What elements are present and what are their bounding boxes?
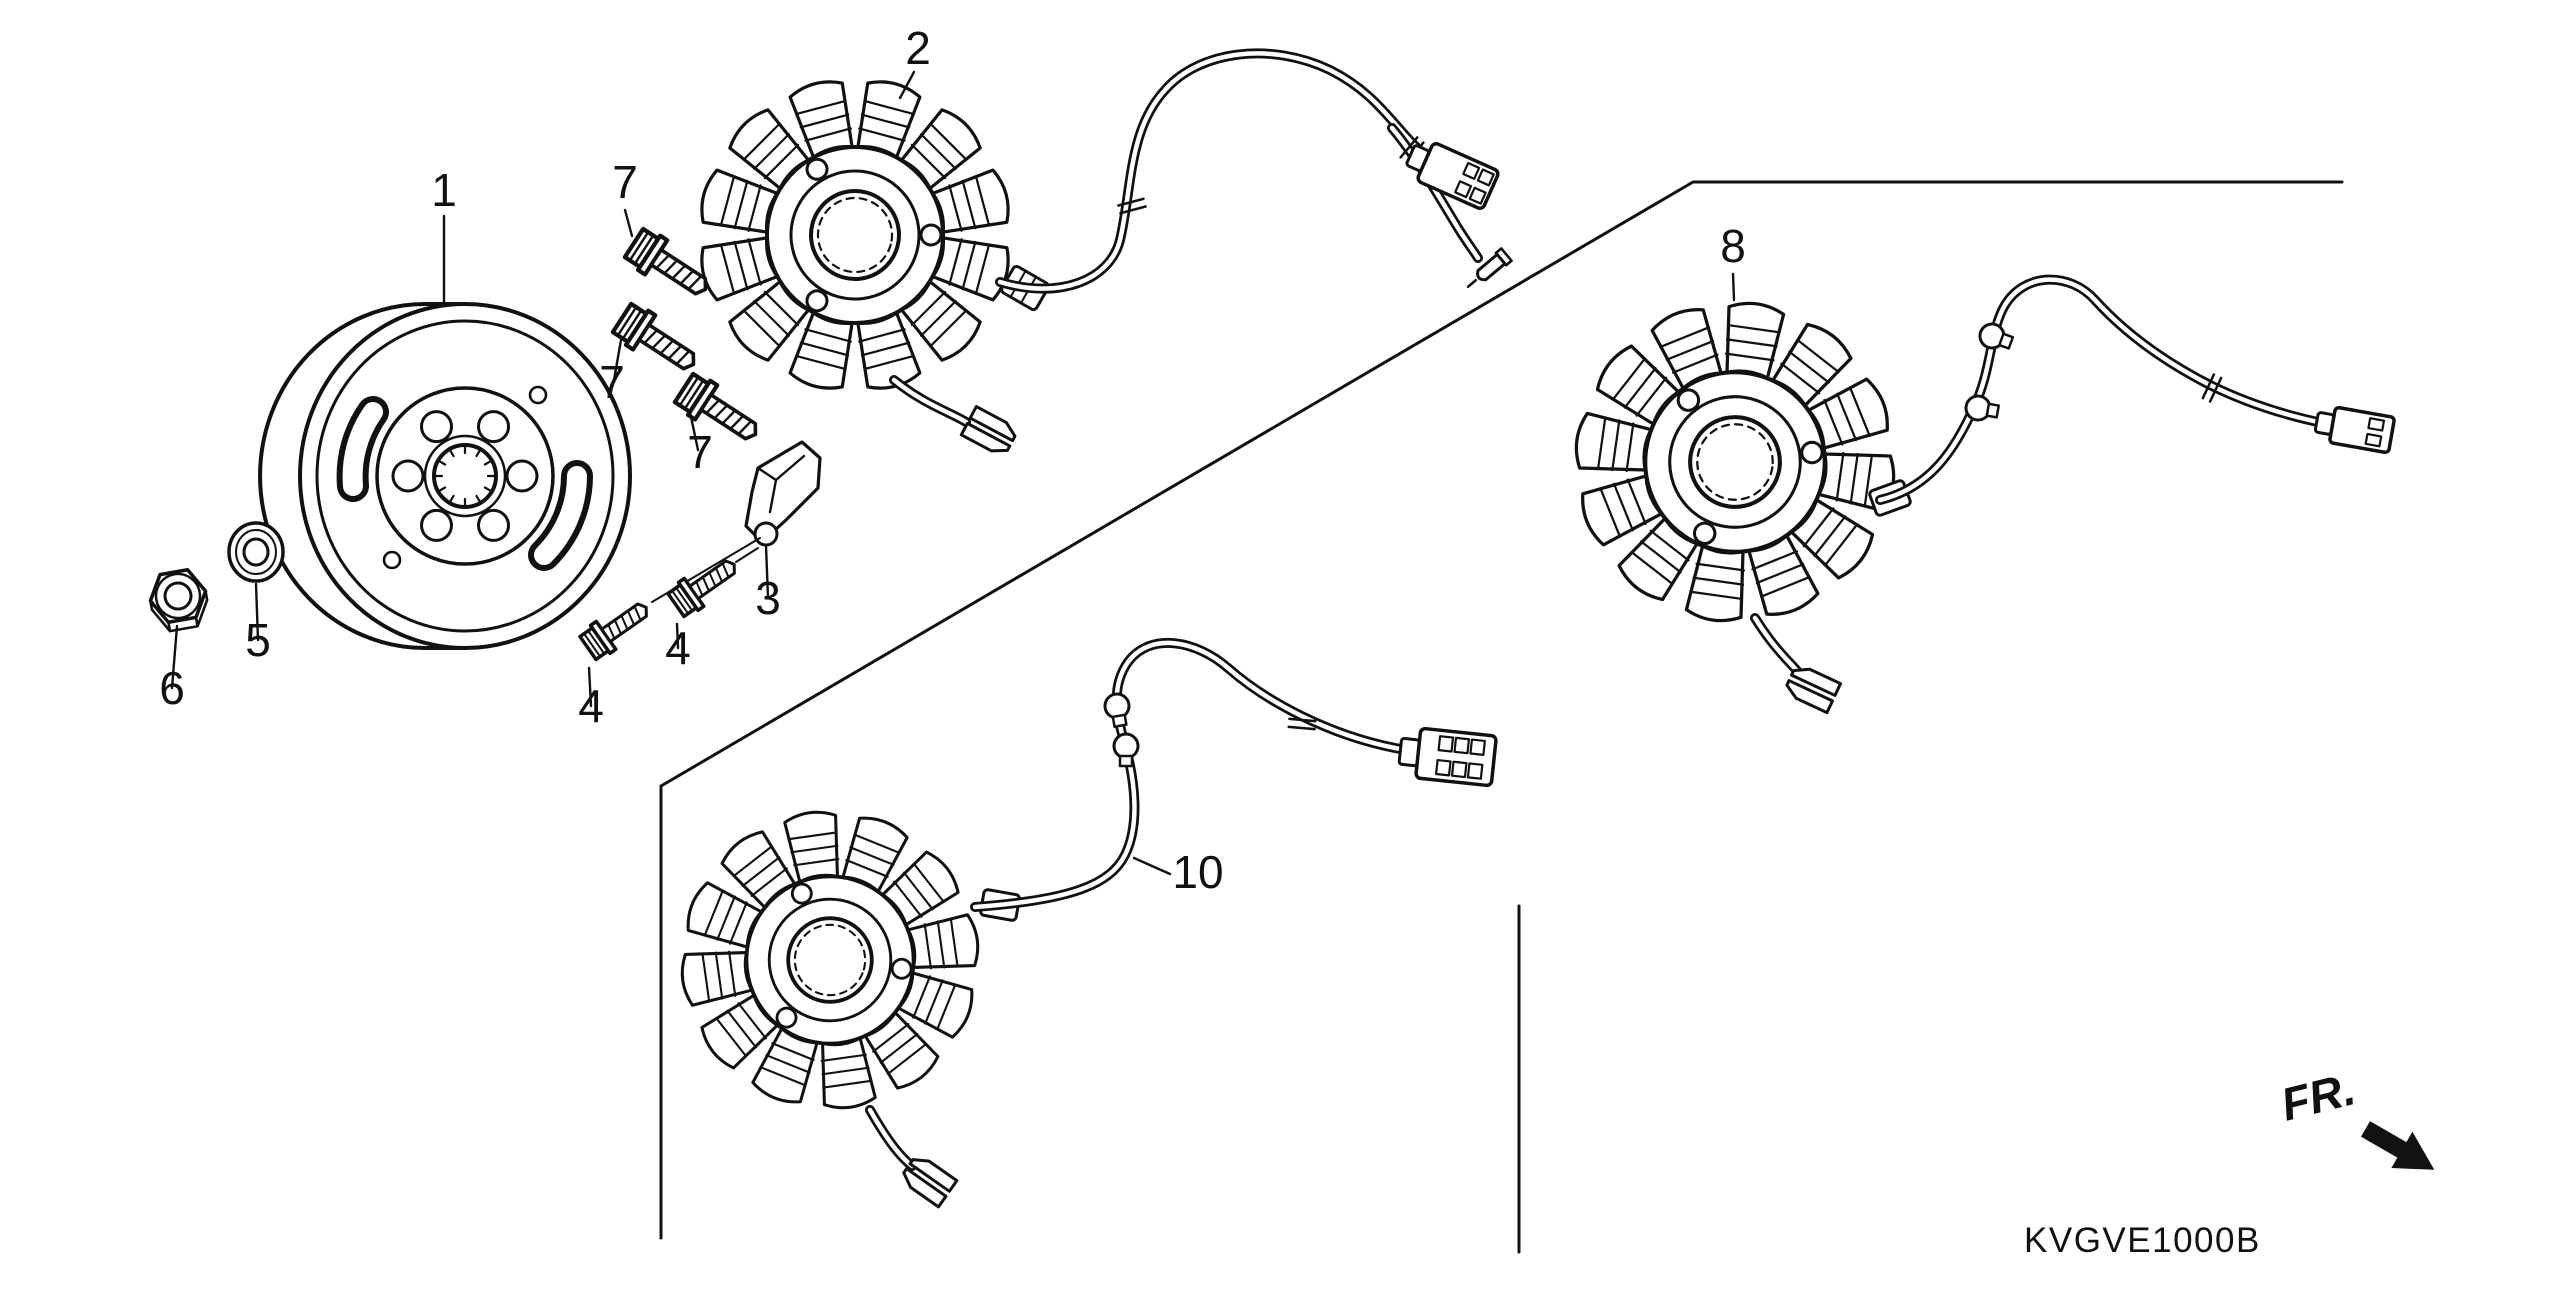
callout-labels: 1 2 7 7 7 3 4 4 5 6 8 10 xyxy=(159,22,1746,898)
callout-5-label: 5 xyxy=(245,614,271,666)
callout-leader-lines xyxy=(170,70,1736,876)
callout-6-label: 6 xyxy=(159,662,185,714)
view-divider-lines xyxy=(659,180,2344,1254)
spade-terminals xyxy=(959,405,1021,459)
stator8-harness xyxy=(1750,274,2396,715)
connector-2pin xyxy=(2313,405,2396,455)
callout-4b-label: 4 xyxy=(578,680,604,732)
callout-7b-label: 7 xyxy=(599,356,625,408)
bracket-part-3 xyxy=(651,440,822,603)
front-direction-marker: FR. xyxy=(2276,1062,2435,1170)
callout-7a-label: 7 xyxy=(612,156,638,208)
stator-assembly-part-8 xyxy=(1555,274,2396,715)
callout-8-label: 8 xyxy=(1720,220,1746,272)
flywheel-rotor-part-1 xyxy=(258,302,632,650)
kidney-slots xyxy=(336,396,593,571)
callout-10-label: 10 xyxy=(1172,846,1223,898)
stator2-harness xyxy=(889,48,1513,459)
flange-nut-part-6 xyxy=(148,567,209,633)
stator-assembly-part-2 xyxy=(663,43,1513,459)
spade-terminals xyxy=(1781,661,1843,715)
connector-4pin xyxy=(1405,142,1500,210)
fr-direction-text: FR. xyxy=(2276,1062,2360,1130)
stator10-harness xyxy=(865,637,1498,1209)
callout-4a-label: 4 xyxy=(665,622,691,674)
bullet-terminal xyxy=(1466,247,1513,289)
washer-part-5 xyxy=(227,521,285,583)
fr-direction-arrow-icon xyxy=(2361,1121,2435,1170)
callout-2-label: 2 xyxy=(905,22,931,74)
connector-6pin xyxy=(1397,726,1498,788)
stator-assembly-part-10 xyxy=(636,637,1498,1209)
callout-1-label: 1 xyxy=(431,164,457,216)
callout-3-label: 3 xyxy=(755,572,781,624)
callout-7c-label: 7 xyxy=(687,426,713,478)
diagram-code: KVGVE1000B xyxy=(2024,1221,2261,1260)
